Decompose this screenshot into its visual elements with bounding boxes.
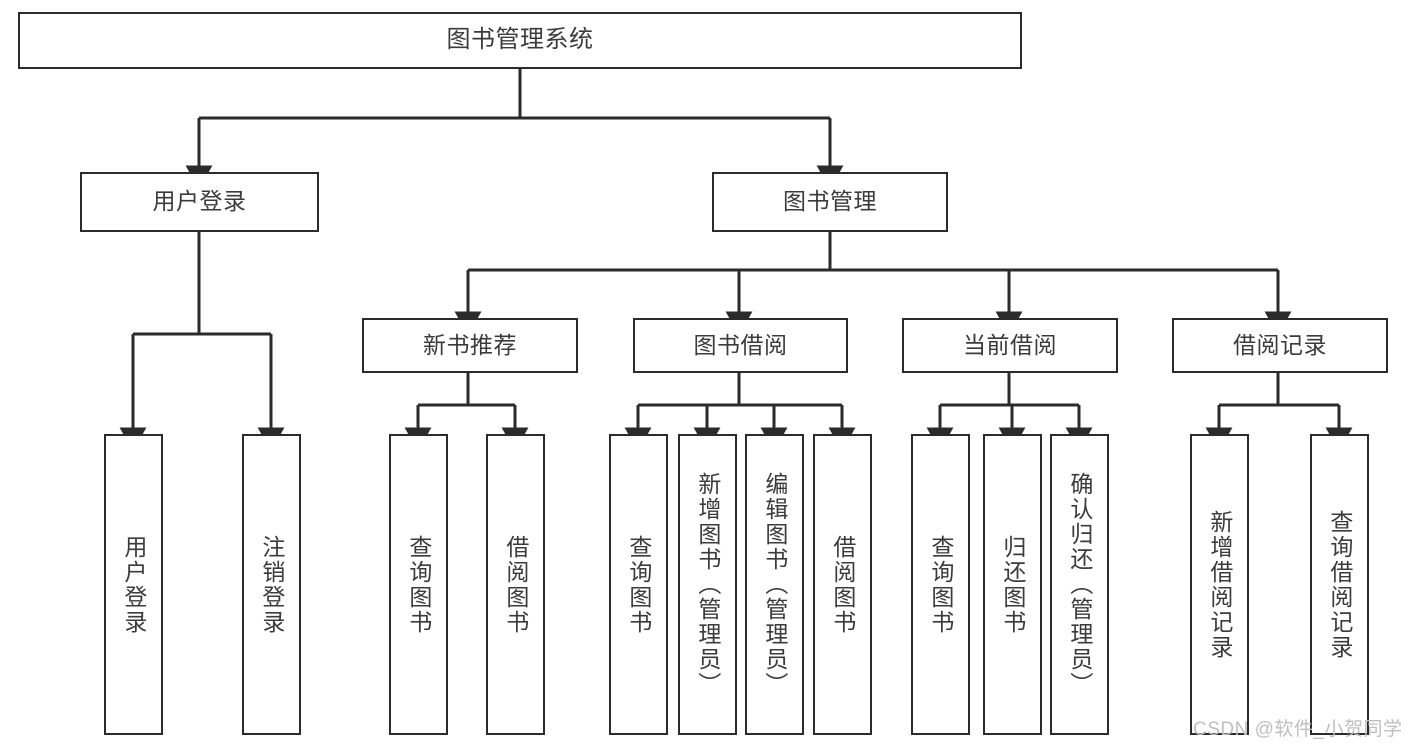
node-leaf-query-book-current[interactable]: 查询图书	[911, 434, 970, 735]
node-leaf-return-book[interactable]: 归还图书	[983, 434, 1042, 735]
node-leaf-borrow-book[interactable]: 借阅图书	[813, 434, 872, 735]
node-leaf-user-login-label: 用户登录	[120, 534, 147, 635]
node-leaf-query-book-current-label: 查询图书	[927, 534, 954, 635]
node-leaf-borrow-book-label: 借阅图书	[829, 534, 856, 635]
node-leaf-edit-book-label: 编辑图书（管理员）	[761, 472, 788, 697]
node-root-label: 图书管理系统	[446, 26, 594, 54]
node-new-book-recommend-label: 新书推荐	[423, 331, 517, 358]
node-leaf-user-login[interactable]: 用户登录	[104, 434, 163, 735]
node-user-login[interactable]: 用户登录	[80, 172, 319, 232]
node-leaf-return-book-label: 归还图书	[999, 534, 1026, 635]
node-leaf-edit-book[interactable]: 编辑图书（管理员）	[745, 434, 804, 735]
node-leaf-borrow-book-new[interactable]: 借阅图书	[486, 434, 545, 735]
node-leaf-logout-label: 注销登录	[258, 534, 285, 635]
node-leaf-add-record[interactable]: 新增借阅记录	[1190, 434, 1249, 735]
node-leaf-confirm-return-label: 确认归还（管理员）	[1066, 472, 1093, 697]
node-book-borrow-label: 图书借阅	[693, 331, 788, 358]
node-borrow-record-label: 借阅记录	[1233, 331, 1327, 358]
node-leaf-query-book-borrow[interactable]: 查询图书	[609, 434, 668, 735]
node-book-management[interactable]: 图书管理	[712, 172, 948, 232]
node-leaf-add-record-label: 新增借阅记录	[1206, 509, 1233, 660]
node-new-book-recommend[interactable]: 新书推荐	[362, 318, 578, 373]
node-leaf-add-book[interactable]: 新增图书（管理员）	[678, 434, 737, 735]
watermark: CSDN @软件_小贺同学	[1193, 719, 1403, 740]
node-leaf-logout[interactable]: 注销登录	[242, 434, 301, 735]
node-leaf-confirm-return[interactable]: 确认归还（管理员）	[1050, 434, 1109, 735]
node-root[interactable]: 图书管理系统	[18, 12, 1022, 69]
node-current-borrow-label: 当前借阅	[963, 331, 1057, 358]
node-current-borrow[interactable]: 当前借阅	[902, 318, 1118, 373]
node-book-borrow[interactable]: 图书借阅	[633, 318, 848, 373]
node-leaf-query-book-borrow-label: 查询图书	[625, 534, 652, 635]
node-user-login-label: 用户登录	[152, 188, 247, 215]
node-leaf-query-book-new[interactable]: 查询图书	[389, 434, 448, 735]
node-leaf-add-book-label: 新增图书（管理员）	[694, 472, 721, 697]
node-borrow-record[interactable]: 借阅记录	[1172, 318, 1388, 373]
connector-lines	[119, 69, 1353, 452]
node-book-management-label: 图书管理	[783, 188, 877, 215]
node-leaf-query-record-label: 查询借阅记录	[1326, 509, 1353, 660]
node-leaf-borrow-book-new-label: 借阅图书	[502, 534, 529, 635]
node-leaf-query-book-new-label: 查询图书	[405, 534, 432, 635]
node-leaf-query-record[interactable]: 查询借阅记录	[1310, 434, 1369, 735]
